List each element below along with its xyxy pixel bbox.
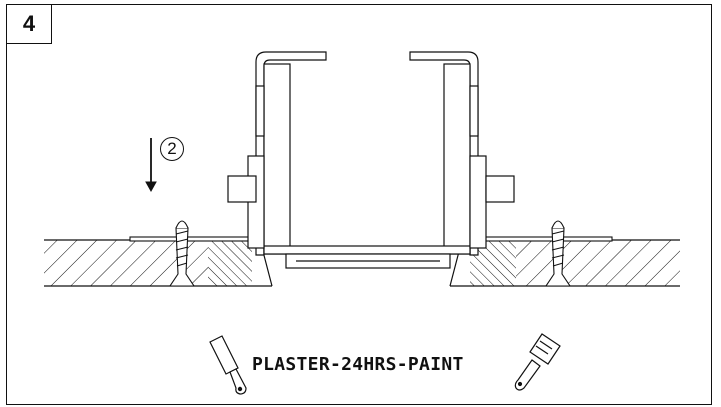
step-number: 4	[6, 4, 52, 44]
caption-text: PLASTER-24HRS-PAINT	[252, 354, 464, 375]
down-arrow-icon	[145, 138, 157, 193]
sub-step-label: 2	[160, 137, 184, 161]
flange-left	[129, 236, 259, 242]
screw-icon	[544, 220, 572, 287]
paint-brush-icon	[514, 333, 561, 391]
screw-icon	[168, 220, 196, 287]
housing-frame	[227, 51, 515, 269]
putty-knife-icon	[209, 335, 247, 395]
ceiling-board-left	[44, 239, 273, 287]
panel-frame	[6, 4, 712, 405]
